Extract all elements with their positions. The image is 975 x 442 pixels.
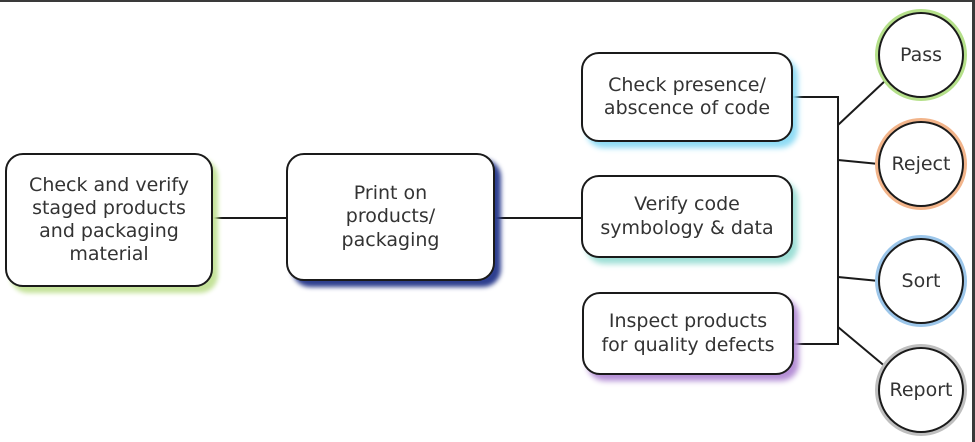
inspect-quality-defects-box: Inspect products for quality defects — [582, 292, 794, 375]
outcome-reject-label: Reject — [891, 153, 951, 175]
inspect-quality-defects-label: Inspect products for quality defects — [601, 310, 775, 356]
outcome-reject-node: Reject — [878, 121, 964, 207]
verify-code-symbology-label: Verify code symbology & data — [600, 193, 774, 239]
check-code-presence-box: Check presence/ abscence of code — [581, 52, 793, 142]
step-print-label: Print on products/ packaging — [341, 182, 440, 251]
outcome-pass-label: Pass — [899, 44, 943, 66]
outcome-sort-node: Sort — [878, 238, 964, 324]
connector-to-report — [837, 326, 888, 369]
step-check-verify-label: Check and verify staged products and pac… — [29, 173, 189, 266]
verify-code-symbology-box: Verify code symbology & data — [581, 175, 793, 258]
step-print-on-products: Print on products/ packaging — [286, 153, 495, 281]
check-code-presence-label: Check presence/ abscence of code — [603, 73, 771, 119]
outcome-report-label: Report — [889, 379, 953, 401]
outcome-pass-node: Pass — [878, 12, 964, 98]
connector-to-sort — [837, 276, 880, 282]
step-check-verify-staged-products: Check and verify staged products and pac… — [5, 153, 213, 287]
outcome-report-node: Report — [878, 347, 964, 433]
connector-to-pass — [837, 79, 887, 126]
connector-to-reject — [837, 159, 880, 165]
outcome-sort-label: Sort — [901, 270, 941, 292]
